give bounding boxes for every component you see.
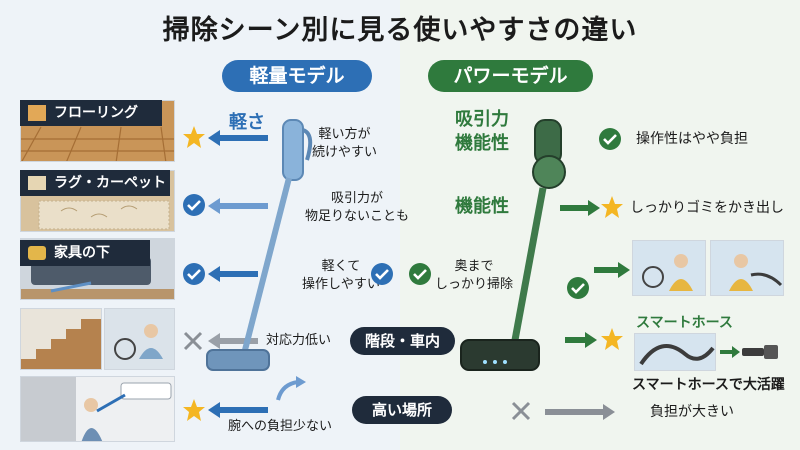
floor-icon bbox=[28, 105, 46, 121]
note-low-coverage: 対応力低い bbox=[266, 333, 332, 348]
note-line: 吸引力が bbox=[331, 191, 384, 206]
note-deep-clean: しっかりゴミをかき出し bbox=[630, 200, 784, 216]
scene-pill-high-places: 高い場所 bbox=[352, 396, 452, 424]
scene-label-text: ラグ・カーペット bbox=[54, 175, 166, 191]
page-title: 掃除シーン別に見る使いやすさの違い bbox=[162, 15, 638, 46]
high-place-image bbox=[20, 376, 175, 442]
arrow-right-icon bbox=[565, 332, 597, 348]
arrow-right-icon bbox=[594, 262, 630, 278]
power-model-header: パワーモデル bbox=[428, 60, 593, 92]
note-smart-hose-active: スマートホースで大活躍 bbox=[632, 377, 785, 393]
note-line: 物足りないことも bbox=[305, 209, 410, 224]
light-model-header: 軽量モデル bbox=[222, 60, 372, 92]
stairs-image bbox=[20, 308, 102, 370]
arrow-left-icon bbox=[208, 402, 268, 418]
note-line: 軽い方が bbox=[318, 127, 371, 142]
feature-line: 機能性 bbox=[455, 133, 509, 154]
star-icon bbox=[601, 196, 623, 218]
scene-label-furniture: 家具の下 bbox=[20, 240, 150, 266]
rug-icon bbox=[28, 176, 46, 190]
arrow-right-icon bbox=[560, 200, 600, 216]
check-icon bbox=[183, 194, 205, 216]
power-feature-function: 機能性 bbox=[455, 196, 509, 217]
note-heavy-burden: 負担が大きい bbox=[650, 404, 734, 420]
scene-label-rug: ラグ・カーペット bbox=[20, 170, 170, 196]
scene-pill-stairs-car: 階段・車内 bbox=[350, 327, 455, 355]
smart-hose-title: スマートホース bbox=[636, 315, 733, 331]
check-icon bbox=[371, 263, 393, 285]
arrow-left-icon bbox=[208, 198, 268, 214]
arrow-left-icon bbox=[208, 333, 258, 349]
sofa-icon bbox=[28, 246, 46, 260]
hose-nozzle-icon bbox=[742, 345, 778, 359]
scene-label-text: フローリング bbox=[54, 105, 138, 121]
power-feature-suction: 吸引力 機能性 bbox=[455, 108, 509, 156]
power-vacuum-illustration bbox=[460, 119, 566, 371]
arrow-left-icon bbox=[208, 266, 258, 282]
note-line: 軽くて bbox=[321, 259, 361, 274]
note-line: 奥まで bbox=[454, 259, 494, 274]
check-icon bbox=[599, 128, 621, 150]
feature-line: 吸引力 bbox=[455, 109, 509, 130]
lightness-label: 軽さ bbox=[229, 112, 265, 133]
scene-label-flooring: フローリング bbox=[20, 100, 162, 126]
star-icon bbox=[183, 399, 205, 421]
car-interior-image bbox=[104, 308, 175, 370]
note-line: しっかり掃除 bbox=[435, 277, 514, 292]
arrow-right-icon bbox=[720, 346, 740, 358]
check-icon bbox=[567, 277, 589, 299]
light-vacuum-illustration bbox=[206, 119, 313, 371]
check-icon bbox=[183, 263, 205, 285]
note-arm-light: 腕への負担少ない bbox=[228, 419, 333, 434]
cross-icon bbox=[511, 401, 531, 421]
note-handling-burden: 操作性はやや負担 bbox=[636, 131, 748, 147]
note-line: 続けやすい bbox=[312, 145, 378, 160]
car-cleaning-image-1 bbox=[632, 240, 706, 296]
arrow-right-icon bbox=[545, 404, 615, 420]
note-thorough: 奥まで しっかり掃除 bbox=[435, 258, 513, 294]
note-suction-weak: 吸引力が 物足りないことも bbox=[305, 190, 409, 226]
smart-hose-image bbox=[634, 333, 716, 371]
arrow-left-icon bbox=[208, 130, 268, 146]
curved-arrow-icon bbox=[276, 376, 306, 401]
car-cleaning-image-2 bbox=[710, 240, 784, 296]
star-icon bbox=[601, 328, 623, 350]
note-line: 操作しやすい bbox=[302, 277, 380, 292]
check-icon bbox=[409, 263, 431, 285]
scene-label-text: 家具の下 bbox=[54, 245, 110, 261]
note-light-handling: 軽くて 操作しやすい bbox=[302, 258, 380, 294]
note-light-easy: 軽い方が 続けやすい bbox=[312, 126, 377, 162]
star-icon bbox=[183, 126, 205, 148]
cross-icon bbox=[183, 331, 203, 351]
